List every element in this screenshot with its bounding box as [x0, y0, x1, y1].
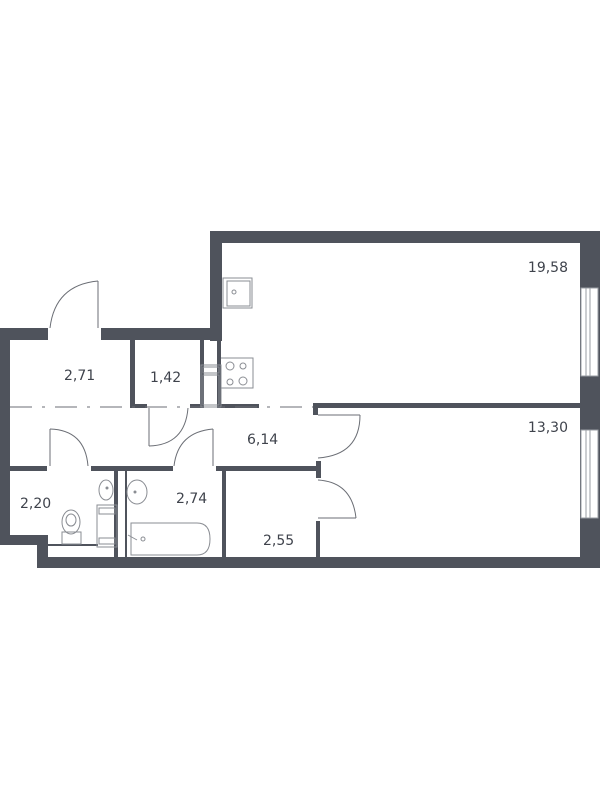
closet-door [317, 479, 357, 519]
toilet-door [49, 428, 89, 467]
bathroom-sink-icon [126, 479, 148, 505]
walls [0, 231, 600, 568]
kitchen-sink-icon [222, 277, 253, 309]
ventilation-shaft-icon [200, 364, 222, 408]
bedroom-door [317, 414, 361, 459]
entrance-door [49, 280, 99, 329]
room-area-hall: 6,14 [247, 432, 278, 448]
doors [49, 280, 361, 519]
room-area-storage: 1,42 [150, 370, 181, 386]
bathroom-door [173, 428, 214, 467]
stove-icon [221, 357, 254, 389]
room-labels: 19,58 13,30 6,14 2,71 1,42 2,74 2,20 2,5… [20, 260, 568, 549]
room-area-bedroom: 13,30 [528, 420, 568, 436]
fixtures [61, 277, 254, 556]
window-bedroom [580, 429, 599, 519]
room-area-bathroom: 2,74 [176, 491, 207, 507]
room-area-living-room: 19,58 [528, 260, 568, 276]
toilet-sink-icon [98, 479, 114, 501]
room-area-toilet: 2,20 [20, 496, 51, 512]
bathtub-icon [127, 522, 211, 556]
window-living-room [580, 287, 599, 377]
room-area-entrance: 2,71 [64, 368, 95, 384]
washing-machine-icon [96, 504, 118, 548]
toilet-icon [61, 509, 82, 545]
room-area-closet: 2,55 [263, 533, 294, 549]
storage-door [148, 407, 189, 447]
